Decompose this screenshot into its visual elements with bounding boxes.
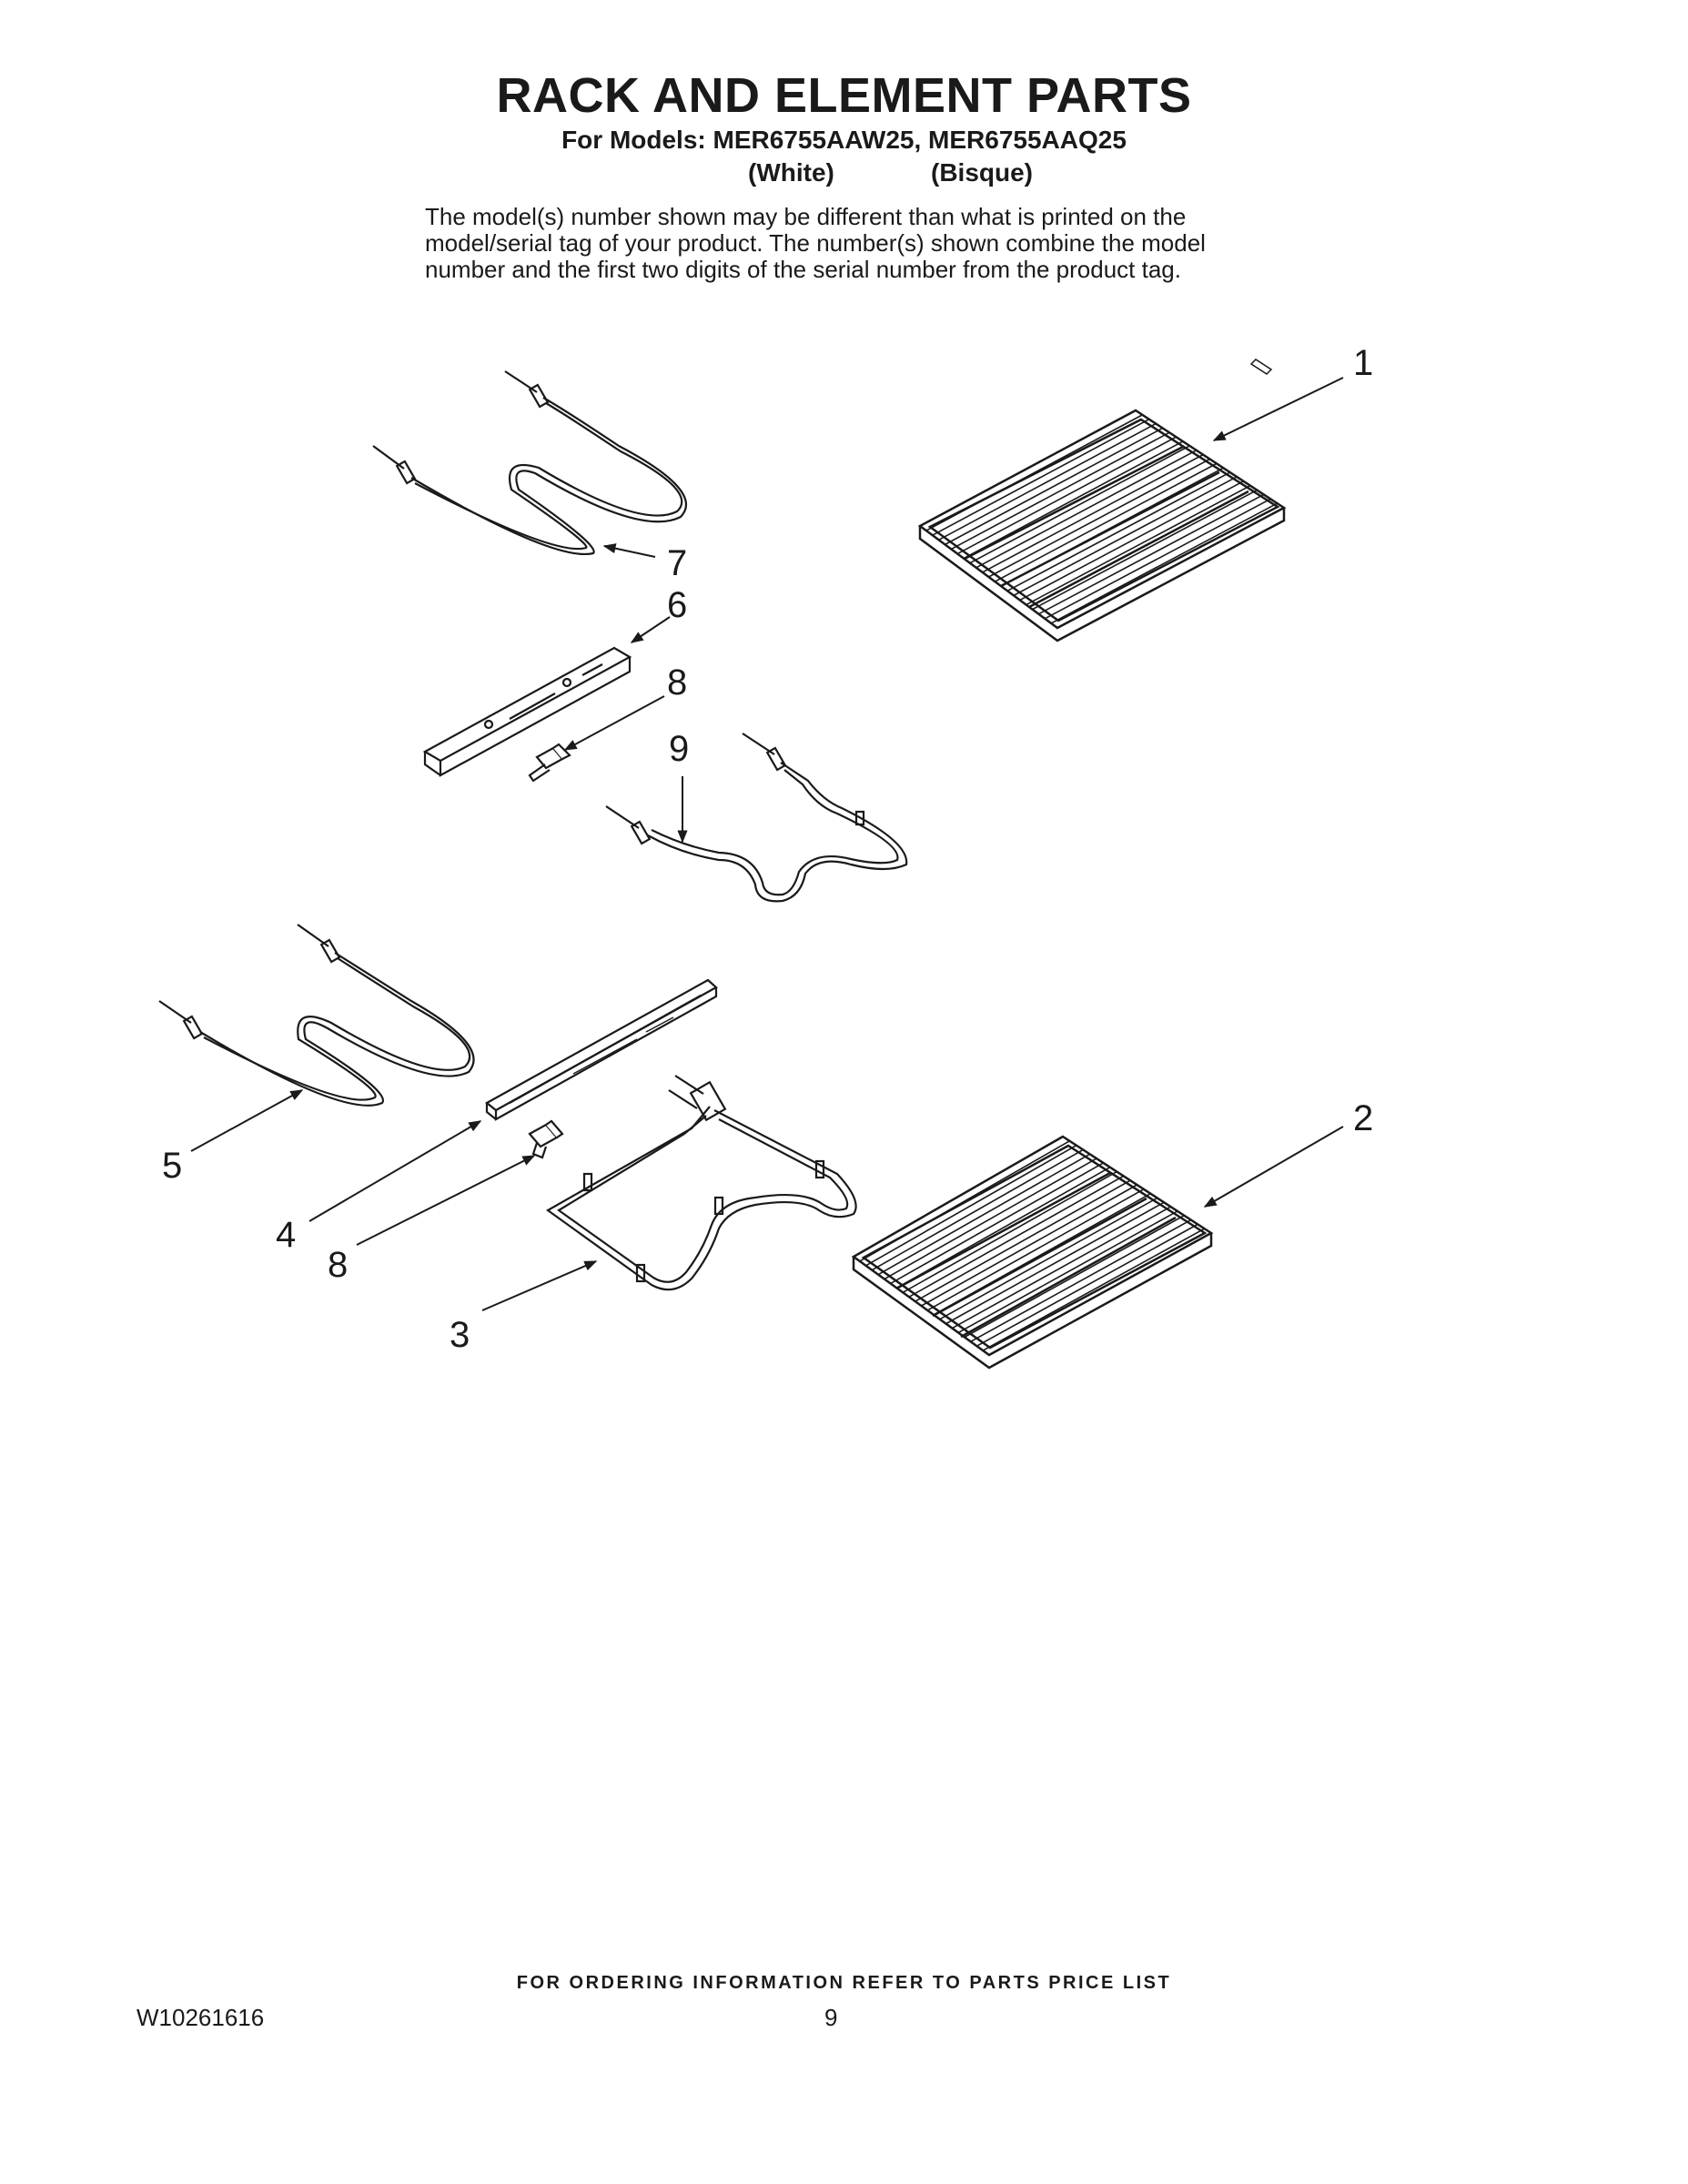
callout-5: 5: [162, 1146, 182, 1186]
rack-wire: [938, 422, 1157, 541]
rack-wire: [963, 440, 1184, 560]
rack-wire: [902, 1170, 1117, 1293]
rack-wire: [969, 445, 1190, 564]
lower-broil-element: [158, 924, 475, 1107]
rack-wire: [1013, 476, 1238, 597]
broil-element: [372, 370, 687, 555]
lower-oven-rack: [851, 1135, 1214, 1370]
leader-line-8-upper: [563, 695, 665, 751]
leader-line-1: [1212, 377, 1344, 441]
rack-wire: [1006, 471, 1231, 592]
rack-wire: [1038, 493, 1265, 615]
rack-wire: [975, 450, 1198, 569]
rack-wire: [865, 1144, 1077, 1267]
notice-line: number and the first two digits of the s…: [425, 256, 1181, 283]
leader-line-3: [481, 1260, 598, 1311]
rack-wire: [1050, 502, 1278, 624]
rack-wire: [982, 453, 1204, 573]
rack-wire: [890, 1162, 1104, 1285]
rack-wire: [932, 419, 1150, 536]
rack-wire: [964, 1215, 1185, 1339]
leader-line-8-lower: [356, 1155, 536, 1246]
rack-wire: [1044, 498, 1271, 620]
rack-wire: [1026, 484, 1251, 606]
leader-line-7: [602, 543, 656, 558]
color-bisque-label: (Bisque): [931, 158, 1033, 187]
rack-wire: [939, 1197, 1158, 1320]
leader-line-5: [190, 1089, 304, 1152]
callout-3: 3: [450, 1315, 470, 1355]
rack-wire: [945, 427, 1164, 546]
rack-wire: [908, 1175, 1125, 1298]
callout-1: 1: [1353, 343, 1373, 383]
page-number: 9: [824, 2004, 838, 2031]
leader-line-4: [308, 1120, 482, 1222]
element-shield: [485, 978, 718, 1121]
rack-wire: [956, 436, 1177, 555]
leader-line-2: [1203, 1126, 1344, 1208]
callout-4: 4: [276, 1215, 296, 1255]
model-number-notice: The model(s) number shown may be differe…: [425, 204, 1335, 283]
document-number: W10261616: [136, 2004, 265, 2031]
rack-wire: [988, 458, 1210, 578]
rack-wire: [884, 1158, 1097, 1280]
callout-8-lower: 8: [328, 1245, 348, 1285]
rack-wire: [982, 1228, 1205, 1351]
models-line: For Models: MER6755AAW25, MER6755AAQ25: [561, 126, 1127, 154]
rack-wire: [957, 1210, 1178, 1334]
rack-wire: [950, 431, 1170, 551]
element-bracket: [422, 646, 632, 777]
rack-wire: [915, 1179, 1131, 1302]
upper-oven-rack: [917, 359, 1287, 642]
ordering-info: FOR ORDERING INFORMATION REFER TO PARTS …: [516, 1973, 1172, 1993]
page-title: RACK AND ELEMENT PARTS: [496, 68, 1192, 123]
screw-upper: [528, 743, 571, 783]
rack-wire: [951, 1206, 1171, 1330]
screw-lower: [528, 1119, 564, 1159]
callout-6: 6: [667, 585, 687, 625]
bake-element: [605, 733, 908, 903]
rack-wire: [970, 1218, 1192, 1342]
color-white-label: (White): [748, 158, 834, 187]
callout-9: 9: [669, 729, 689, 769]
rack-wire: [994, 462, 1218, 582]
notice-line: The model(s) number shown may be differe…: [425, 203, 1187, 230]
callout-8-upper: 8: [667, 662, 687, 703]
leader-lines: [190, 377, 1344, 1311]
leader-line-6: [630, 616, 671, 643]
rack-wire: [926, 1188, 1145, 1311]
rack-wire: [976, 1223, 1198, 1347]
rack-wire: [921, 1184, 1137, 1307]
notice-line: model/serial tag of your product. The nu…: [425, 229, 1206, 257]
rack-wire: [877, 1153, 1091, 1276]
rack-wire: [925, 414, 1143, 531]
lower-bake-element: [545, 1075, 857, 1291]
rack-wire: [1032, 489, 1258, 611]
callout-2: 2: [1353, 1098, 1373, 1138]
rack-wire: [1019, 480, 1244, 602]
rack-wire: [859, 1140, 1070, 1262]
rack-wire: [945, 1201, 1165, 1325]
rack-wire: [871, 1148, 1084, 1271]
callout-7: 7: [667, 543, 687, 583]
